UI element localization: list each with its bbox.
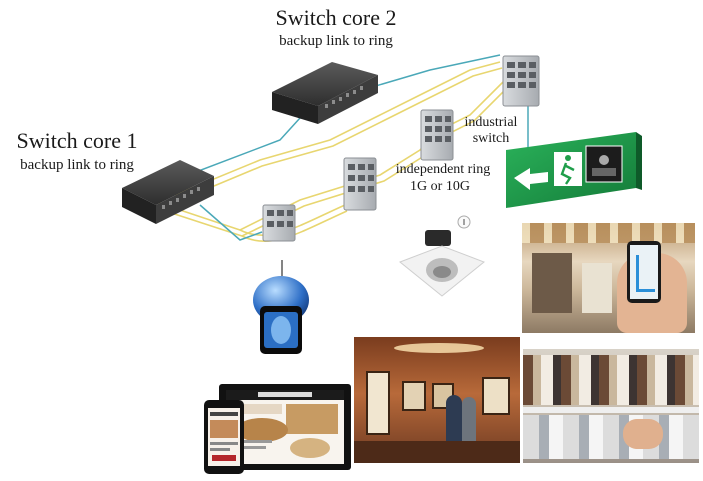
industrial-switch-icon xyxy=(420,109,454,161)
core-switch-2-icon xyxy=(272,62,378,124)
independent-ring-label-line1: independent ring xyxy=(395,162,491,177)
dome-camera-icon xyxy=(253,260,309,354)
mall-phone-photo xyxy=(522,223,695,333)
core-switch-2-subtitle: backup link to ring xyxy=(279,33,393,49)
core-switch-1-subtitle: backup link to ring xyxy=(20,157,134,173)
hand xyxy=(623,419,663,449)
visitor xyxy=(446,395,462,455)
floor xyxy=(354,441,520,463)
industrial-switch-icon xyxy=(502,55,540,107)
painting xyxy=(482,377,510,415)
downlight-icon xyxy=(399,215,485,297)
painting xyxy=(366,371,390,435)
store-shelf-photo xyxy=(523,349,699,463)
top-shelf xyxy=(523,355,699,405)
laptop-icon xyxy=(219,384,351,470)
ceiling-light xyxy=(394,343,484,353)
industrial-switch-label-line2: switch xyxy=(472,131,510,146)
exit-sign-icon xyxy=(506,132,642,208)
map-route xyxy=(636,255,655,292)
industrial-switch-icon xyxy=(343,157,377,211)
core-switch-1-icon xyxy=(122,160,214,224)
phone-icon xyxy=(627,241,661,303)
phone-map-screen xyxy=(630,245,658,299)
shelf-edge xyxy=(523,407,699,413)
independent-ring-label-line2: 1G or 10G xyxy=(410,179,470,194)
industrial-switch-label-line1: industrial xyxy=(464,115,518,130)
gallery-photo xyxy=(354,337,520,463)
tablet-icon xyxy=(204,400,244,474)
bottom-shelf xyxy=(523,415,699,459)
store-front xyxy=(532,253,572,313)
painting xyxy=(402,381,426,411)
visitor xyxy=(462,397,476,455)
ceiling-lights xyxy=(522,223,695,243)
core-switch-1-title: Switch core 1 xyxy=(16,128,138,153)
core-switch-2-title: Switch core 2 xyxy=(275,5,397,30)
store-front xyxy=(582,263,612,313)
industrial-switch-icon xyxy=(262,204,296,242)
